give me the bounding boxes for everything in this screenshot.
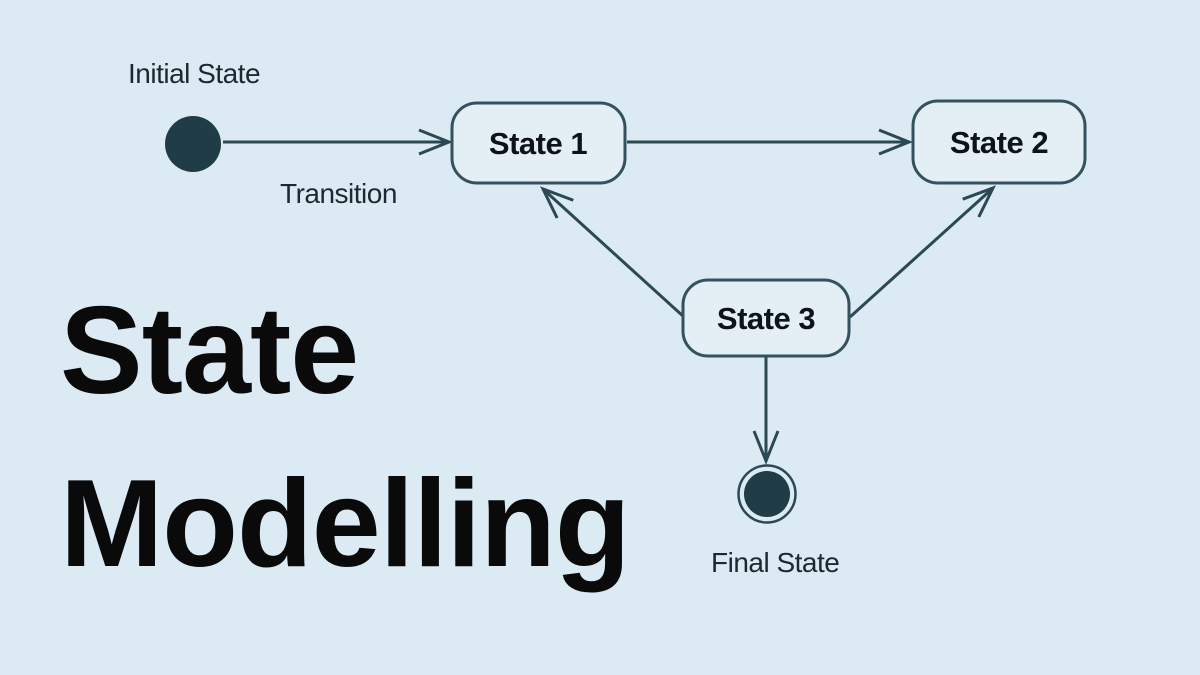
edge-state3-to-state1 (540, 186, 686, 319)
final-state-core (744, 471, 790, 517)
state1-box (450, 101, 627, 185)
state3-box (681, 278, 851, 358)
page-title-line2: Modelling (60, 455, 631, 593)
initial-state-node (165, 116, 221, 172)
state2-box (911, 99, 1087, 185)
final-state-ring (737, 464, 797, 524)
final-state-node (737, 464, 797, 524)
page-title: State Modelling (60, 265, 631, 611)
state3-label: State 3 (717, 301, 815, 336)
edge-state3-to-state2 (848, 185, 996, 319)
initial-state-caption: Initial State (128, 58, 260, 89)
transition-caption: Transition (280, 178, 397, 209)
state1-label: State 1 (489, 126, 587, 161)
state2-label: State 2 (950, 125, 1048, 160)
state1-node: State 1 (450, 101, 627, 185)
state2-node: State 2 (911, 99, 1087, 185)
final-state-caption: Final State (711, 547, 839, 578)
page-title-line1: State (60, 282, 359, 420)
state3-node: State 3 (681, 278, 851, 358)
